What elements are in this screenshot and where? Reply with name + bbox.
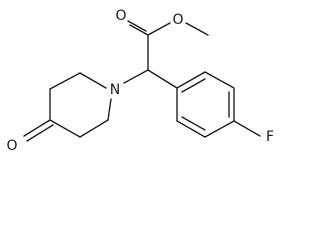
bond-n-to-c2: [79, 72, 107, 89]
ester-carbonyl-oxygen-label: O: [115, 8, 126, 24]
bond-phenyl-c2-c3: [204, 71, 235, 89]
bond-ester-carbonyl-double-2: [127, 20, 147, 32]
bond-alpha-to-nitrogen: [123, 69, 149, 84]
bond-phenyl-inner-double-c: [181, 116, 206, 131]
bond-c5-to-c6: [79, 119, 109, 138]
ketone-oxygen-label: O: [6, 138, 17, 154]
piperidine-nitrogen-label: N: [110, 82, 120, 98]
bond-alpha-to-phenyl: [147, 69, 178, 89]
bond-phenyl-c1-c2: [176, 71, 206, 89]
bond-phenyl-to-fluorine: [233, 120, 261, 137]
ester-ether-oxygen-label: O: [172, 12, 183, 28]
bond-ether-oxygen-to-methyl: [185, 22, 209, 36]
bond-c2-to-c3: [49, 72, 81, 90]
bond-c6-to-n: [107, 98, 112, 121]
bond-ketone-double-2: [26, 124, 54, 142]
bond-phenyl-c5-c6: [176, 120, 206, 138]
bond-ester-carbon-to-ether-oxygen: [147, 22, 171, 36]
chemical-structure-diagram: O O N O F: [6, 8, 274, 154]
bond-phenyl-c4-c5: [204, 120, 235, 138]
bond-c4-to-c5: [49, 119, 81, 138]
bond-phenyl-inner-double-a: [181, 78, 206, 93]
bond-ketone-double-1: [23, 119, 51, 137]
bond-ester-carbonyl-double-1: [129, 24, 149, 36]
fluorine-label: F: [266, 129, 274, 145]
